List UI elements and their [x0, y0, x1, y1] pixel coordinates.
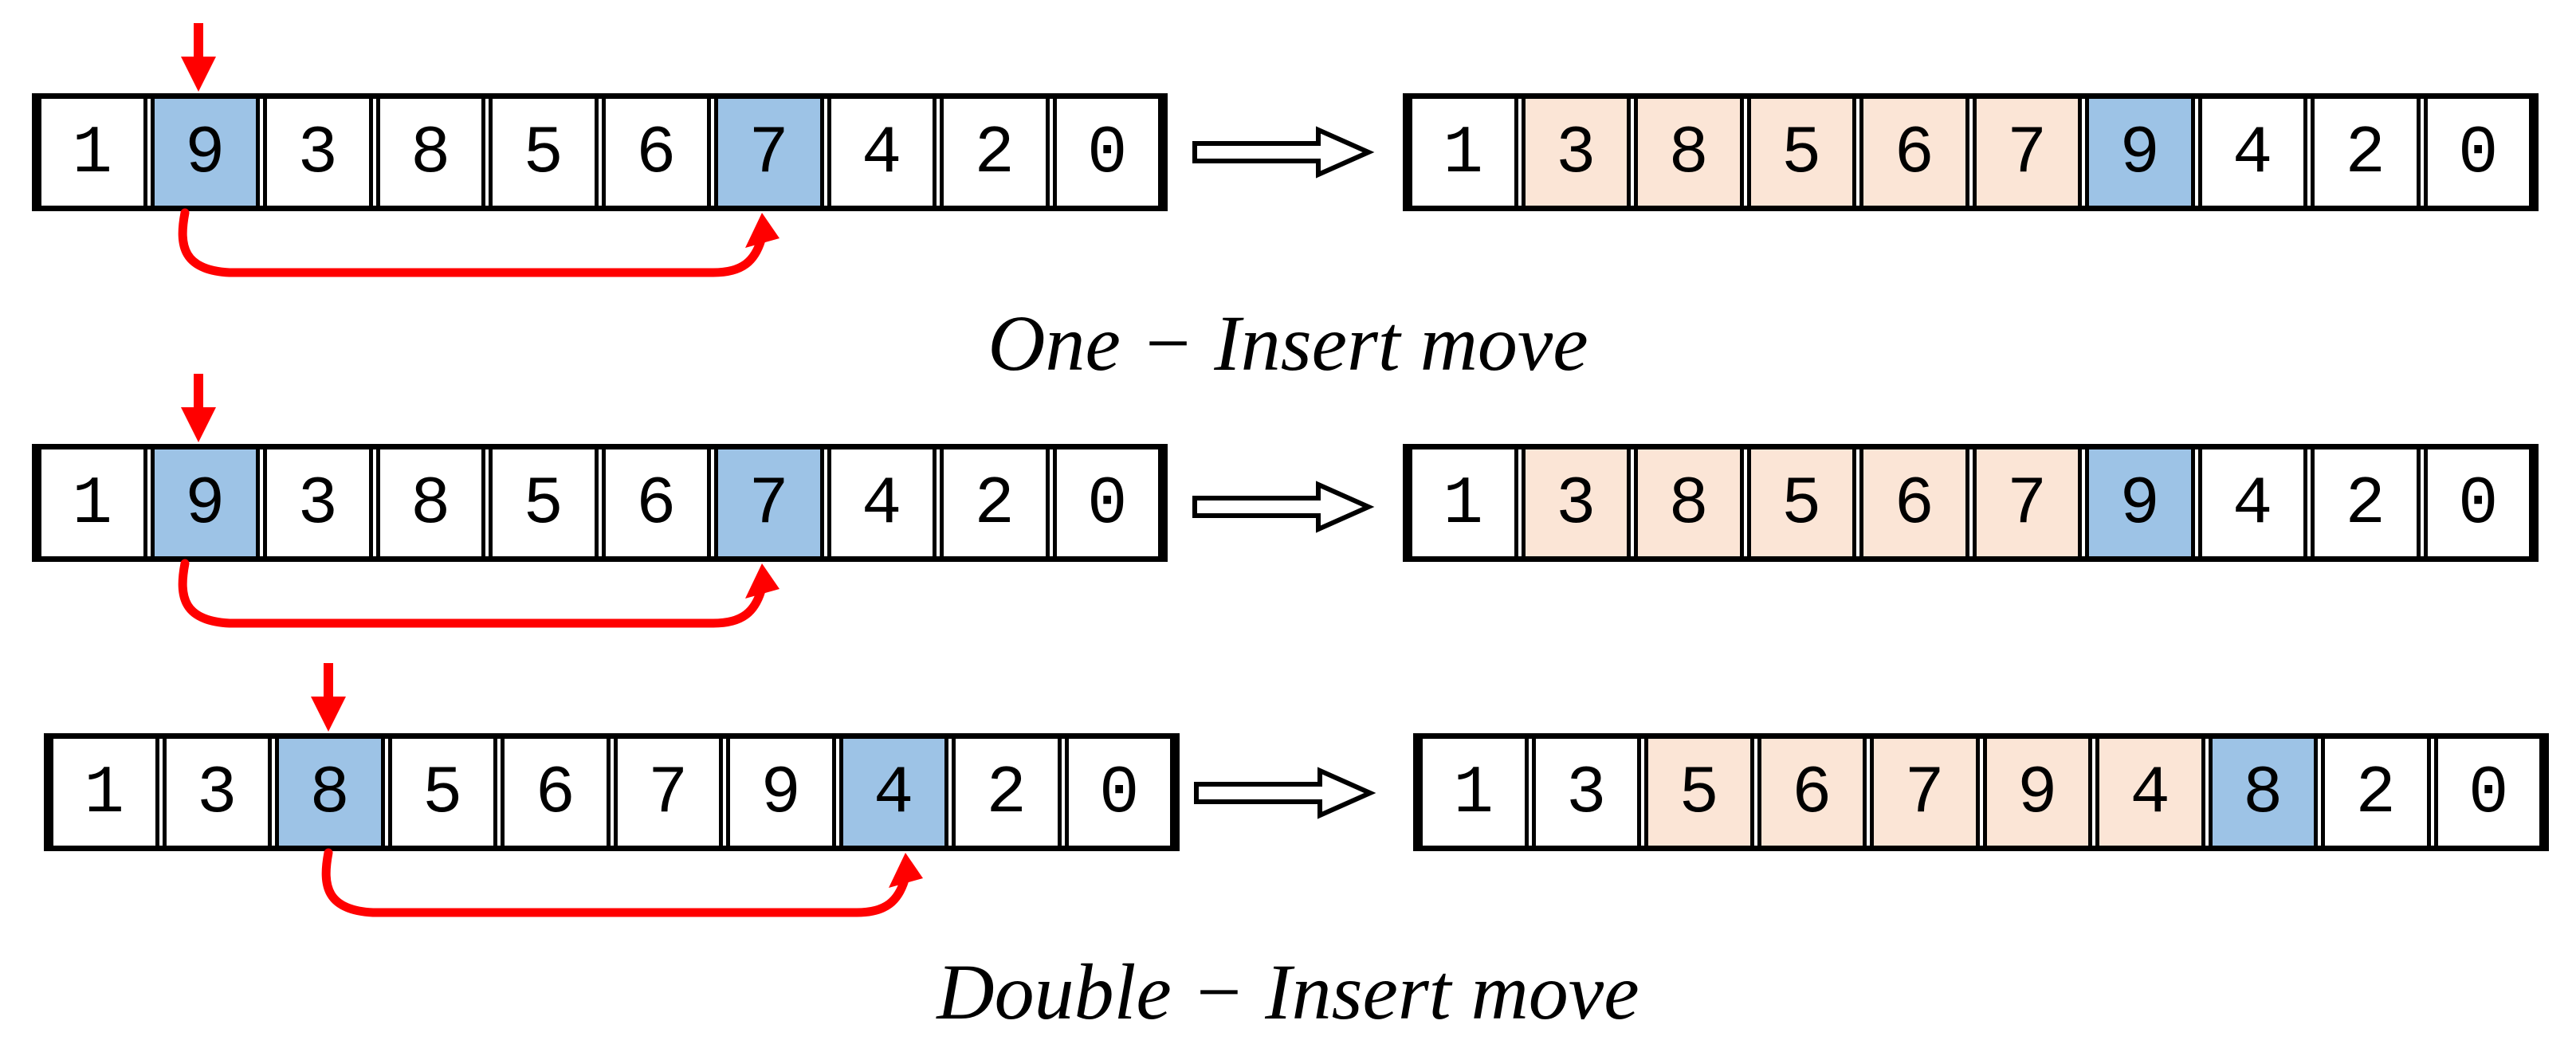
array-cell: 0	[1052, 449, 1162, 556]
double-insert-move-caption: Double − Insert move	[937, 948, 1639, 1036]
array-cell: 1	[1408, 99, 1518, 206]
array-cell: 5	[1746, 449, 1856, 556]
array-cell: 7	[613, 739, 723, 846]
array-cell: 3	[1531, 739, 1641, 846]
red-down-arrow-icon	[181, 374, 216, 442]
array-cell: 2	[2311, 99, 2421, 206]
array-cell: 9	[726, 739, 836, 846]
one-insert-move-caption: One − Insert move	[988, 299, 1588, 387]
array-cell: 1	[1419, 739, 1529, 846]
array-cell: 2	[940, 99, 1050, 206]
red-move-curve-arrow-icon	[178, 559, 779, 628]
array-cell: 8	[2208, 739, 2318, 846]
array-cell: 9	[150, 99, 260, 206]
array-cell: 6	[601, 99, 711, 206]
array-cell: 7	[714, 99, 824, 206]
array-cell: 0	[1064, 739, 1174, 846]
array-cell: 0	[1052, 99, 1162, 206]
array-cell: 4	[838, 739, 948, 846]
array-cell: 8	[375, 449, 485, 556]
array-cell: 1	[37, 449, 147, 556]
red-down-arrow-icon	[181, 23, 216, 92]
array-cell: 5	[387, 739, 497, 846]
array-cell: 3	[1521, 449, 1631, 556]
transform-arrow-icon	[1192, 481, 1375, 533]
array-cell: 7	[1870, 739, 1980, 846]
array-cell: 4	[827, 99, 937, 206]
array-cell: 0	[2423, 449, 2533, 556]
array-cell: 2	[940, 449, 1050, 556]
array-cell: 6	[601, 449, 711, 556]
array-cell: 6	[1859, 99, 1969, 206]
array-cell: 5	[1644, 739, 1754, 846]
transform-arrow-icon	[1194, 767, 1376, 819]
array-cell: 8	[375, 99, 485, 206]
array-cell: 2	[2311, 449, 2421, 556]
array-cell: 3	[263, 99, 373, 206]
red-move-curve-arrow-icon	[178, 208, 779, 277]
array-cell: 7	[1972, 449, 2082, 556]
array-cell: 1	[49, 739, 159, 846]
array-cell: 3	[263, 449, 373, 556]
array-cell: 6	[1757, 739, 1867, 846]
array-cell: 2	[952, 739, 1062, 846]
array-cell: 3	[1521, 99, 1631, 206]
array-cell: 9	[2085, 449, 2195, 556]
array-cell: 5	[489, 99, 599, 206]
array-cell: 6	[1859, 449, 1969, 556]
array-cell: 4	[2197, 99, 2307, 206]
array-cell: 1	[1408, 449, 1518, 556]
red-move-curve-arrow-icon	[321, 848, 923, 917]
array-cell: 4	[827, 449, 937, 556]
red-down-arrow-icon	[311, 663, 346, 732]
array-cell: 5	[489, 449, 599, 556]
array-cell: 0	[2433, 739, 2543, 846]
array-cell: 8	[275, 739, 385, 846]
array-cell: 7	[714, 449, 824, 556]
array-cell: 3	[162, 739, 272, 846]
transform-arrow-icon	[1192, 126, 1375, 179]
array-cell: 2	[2321, 739, 2431, 846]
array-cell: 6	[501, 739, 611, 846]
array-cell: 4	[2095, 739, 2205, 846]
array-cell: 5	[1746, 99, 1856, 206]
array-cell: 1	[37, 99, 147, 206]
array-cell: 9	[2085, 99, 2195, 206]
array-cell: 9	[150, 449, 260, 556]
array-cell: 0	[2423, 99, 2533, 206]
array-cell: 7	[1972, 99, 2082, 206]
array-cell: 8	[1634, 449, 1744, 556]
array-cell: 9	[1982, 739, 2092, 846]
array-cell: 8	[1634, 99, 1744, 206]
array-cell: 4	[2197, 449, 2307, 556]
